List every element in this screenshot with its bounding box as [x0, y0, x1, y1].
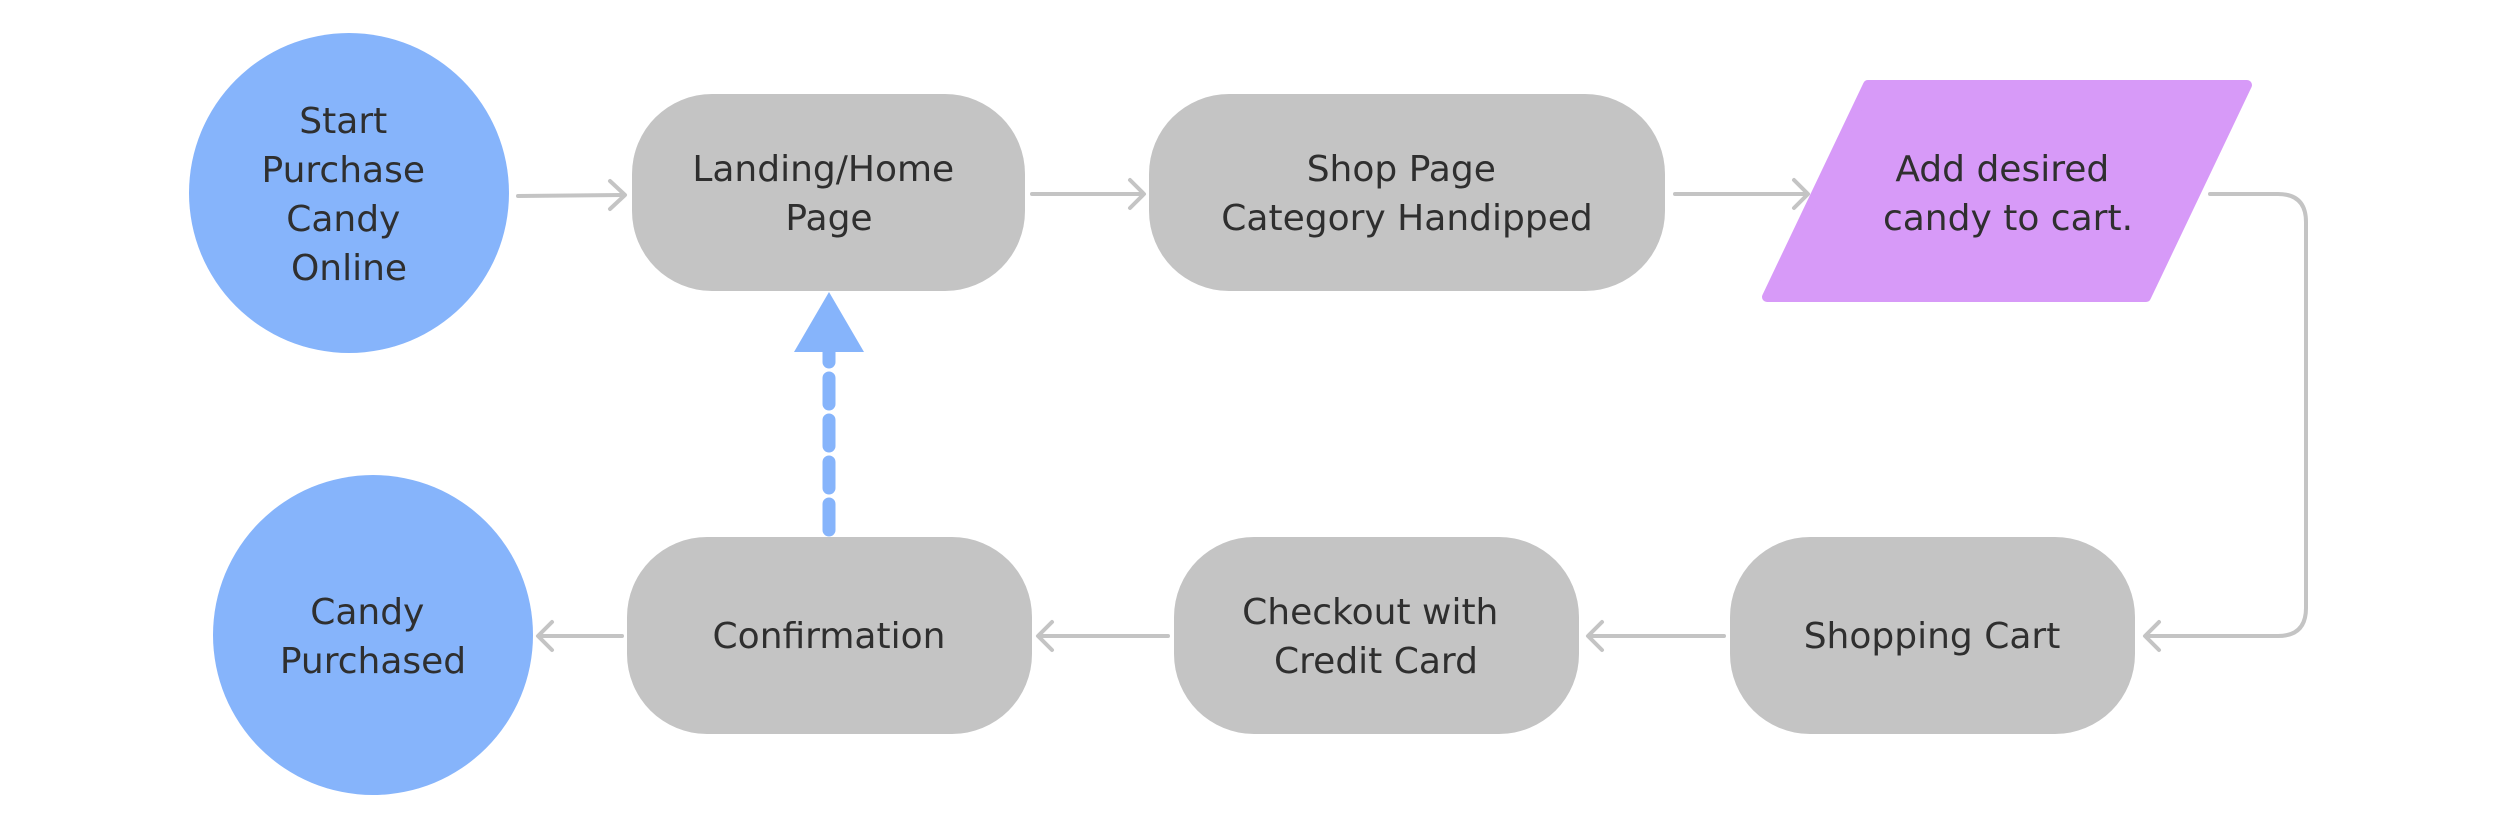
shopping-cart-node[interactable]: Shopping Cart — [1730, 537, 2135, 734]
shop-page-label: Shop Page Category Handipped — [1221, 149, 1592, 239]
edge-start-to-landing — [516, 179, 627, 211]
arrowhead — [2143, 620, 2161, 652]
edge-line — [516, 193, 624, 198]
landing-page-node[interactable]: Landing/Home Page — [632, 94, 1025, 291]
edge-confirmation-to-end — [536, 620, 624, 652]
edge-checkout-to-confirmation — [1036, 620, 1170, 652]
shopping-cart-shape — [1730, 537, 2135, 734]
shop-page-shape — [1149, 94, 1665, 291]
arrowhead — [1586, 620, 1604, 652]
checkout-label: Checkout with Credit Card — [1242, 592, 1510, 682]
arrowhead — [536, 620, 554, 652]
nodes: Start Purchase Candy Online Landing/Home… — [189, 33, 2252, 795]
arrowhead — [1036, 620, 1054, 652]
confirmation-node[interactable]: Confirmation — [627, 537, 1032, 734]
confirmation-shape — [627, 537, 1032, 734]
add-to-cart-label: Add desired candy to cart. — [1883, 149, 2133, 239]
start-circle-shape — [189, 33, 509, 353]
shopping-cart-label: Shopping Cart — [1804, 616, 2061, 657]
end-node-label: Candy Purchased — [280, 592, 466, 682]
shop-page-node[interactable]: Shop Page Category Handipped — [1149, 94, 1665, 291]
edge-shopping-cart-to-checkout — [1586, 620, 1726, 652]
add-to-cart-shape — [1762, 80, 2252, 302]
edge-line — [2145, 192, 2308, 638]
start-node[interactable]: Start Purchase Candy Online — [189, 33, 509, 353]
connectors — [516, 178, 2308, 652]
confirmation-label: Confirmation — [713, 616, 946, 657]
edge-shop-to-add-to-cart — [1673, 178, 1810, 210]
arrowhead — [608, 179, 627, 211]
landing-page-shape — [632, 94, 1025, 291]
arrowhead — [1128, 178, 1146, 210]
edge-confirmation-to-landing-dashed — [794, 292, 864, 537]
end-circle-shape — [213, 475, 533, 795]
checkout-node[interactable]: Checkout with Credit Card — [1174, 537, 1579, 734]
edge-landing-to-shop — [1030, 178, 1146, 210]
arrowhead — [1792, 178, 1810, 210]
end-node[interactable]: Candy Purchased — [213, 475, 533, 795]
start-node-label: Start Purchase Candy Online — [262, 101, 437, 289]
checkout-shape — [1174, 537, 1579, 734]
return-arrowhead — [794, 292, 864, 352]
add-to-cart-node[interactable]: Add desired candy to cart. — [1762, 80, 2252, 302]
edge-add-to-cart-to-shopping-cart — [2143, 192, 2308, 652]
landing-page-label: Landing/Home Page — [692, 149, 965, 239]
